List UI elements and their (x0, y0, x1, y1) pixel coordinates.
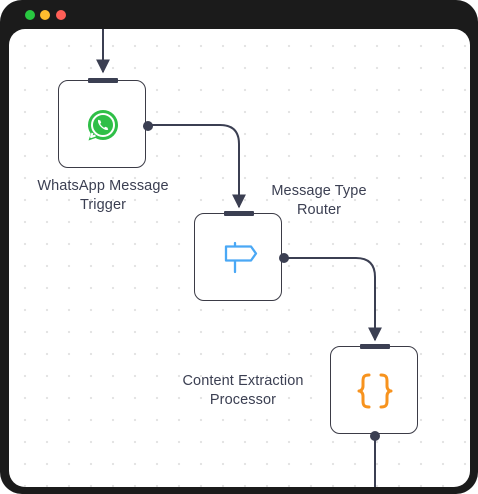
node-whatsapp-trigger[interactable] (58, 78, 153, 168)
label-line: Processor (209, 392, 277, 408)
signpost-icon (224, 241, 258, 274)
node-label-whatsapp-trigger: WhatsApp Message Trigger (18, 177, 188, 215)
node-label-content-processor: Content Extraction Processor (163, 372, 323, 410)
node-label-message-router: Message Type Router (254, 182, 384, 220)
curly-braces-icon (357, 373, 393, 409)
output-port[interactable] (279, 253, 289, 263)
label-line: Router (296, 202, 342, 218)
input-port[interactable] (360, 344, 390, 349)
wire-trigger-to-router (148, 124, 246, 209)
output-port[interactable] (370, 431, 380, 441)
input-port[interactable] (88, 78, 118, 83)
node-message-router[interactable] (194, 211, 289, 301)
close-dot[interactable] (56, 10, 66, 20)
minimize-dot[interactable] (40, 10, 50, 20)
input-port[interactable] (224, 211, 254, 216)
connection-wires (96, 29, 382, 487)
node-content-processor[interactable] (330, 344, 418, 441)
output-port[interactable] (143, 121, 153, 131)
label-line: Trigger (79, 197, 127, 213)
workflow-canvas[interactable]: WhatsApp Message Trigger Message Type Ro… (9, 29, 470, 487)
label-line: Message Type (271, 183, 367, 199)
label-line: Content Extraction (182, 373, 304, 389)
maximize-dot[interactable] (25, 10, 35, 20)
label-line: WhatsApp Message (37, 178, 169, 194)
wire-router-to-processor (284, 257, 382, 342)
whatsapp-icon (88, 110, 118, 141)
